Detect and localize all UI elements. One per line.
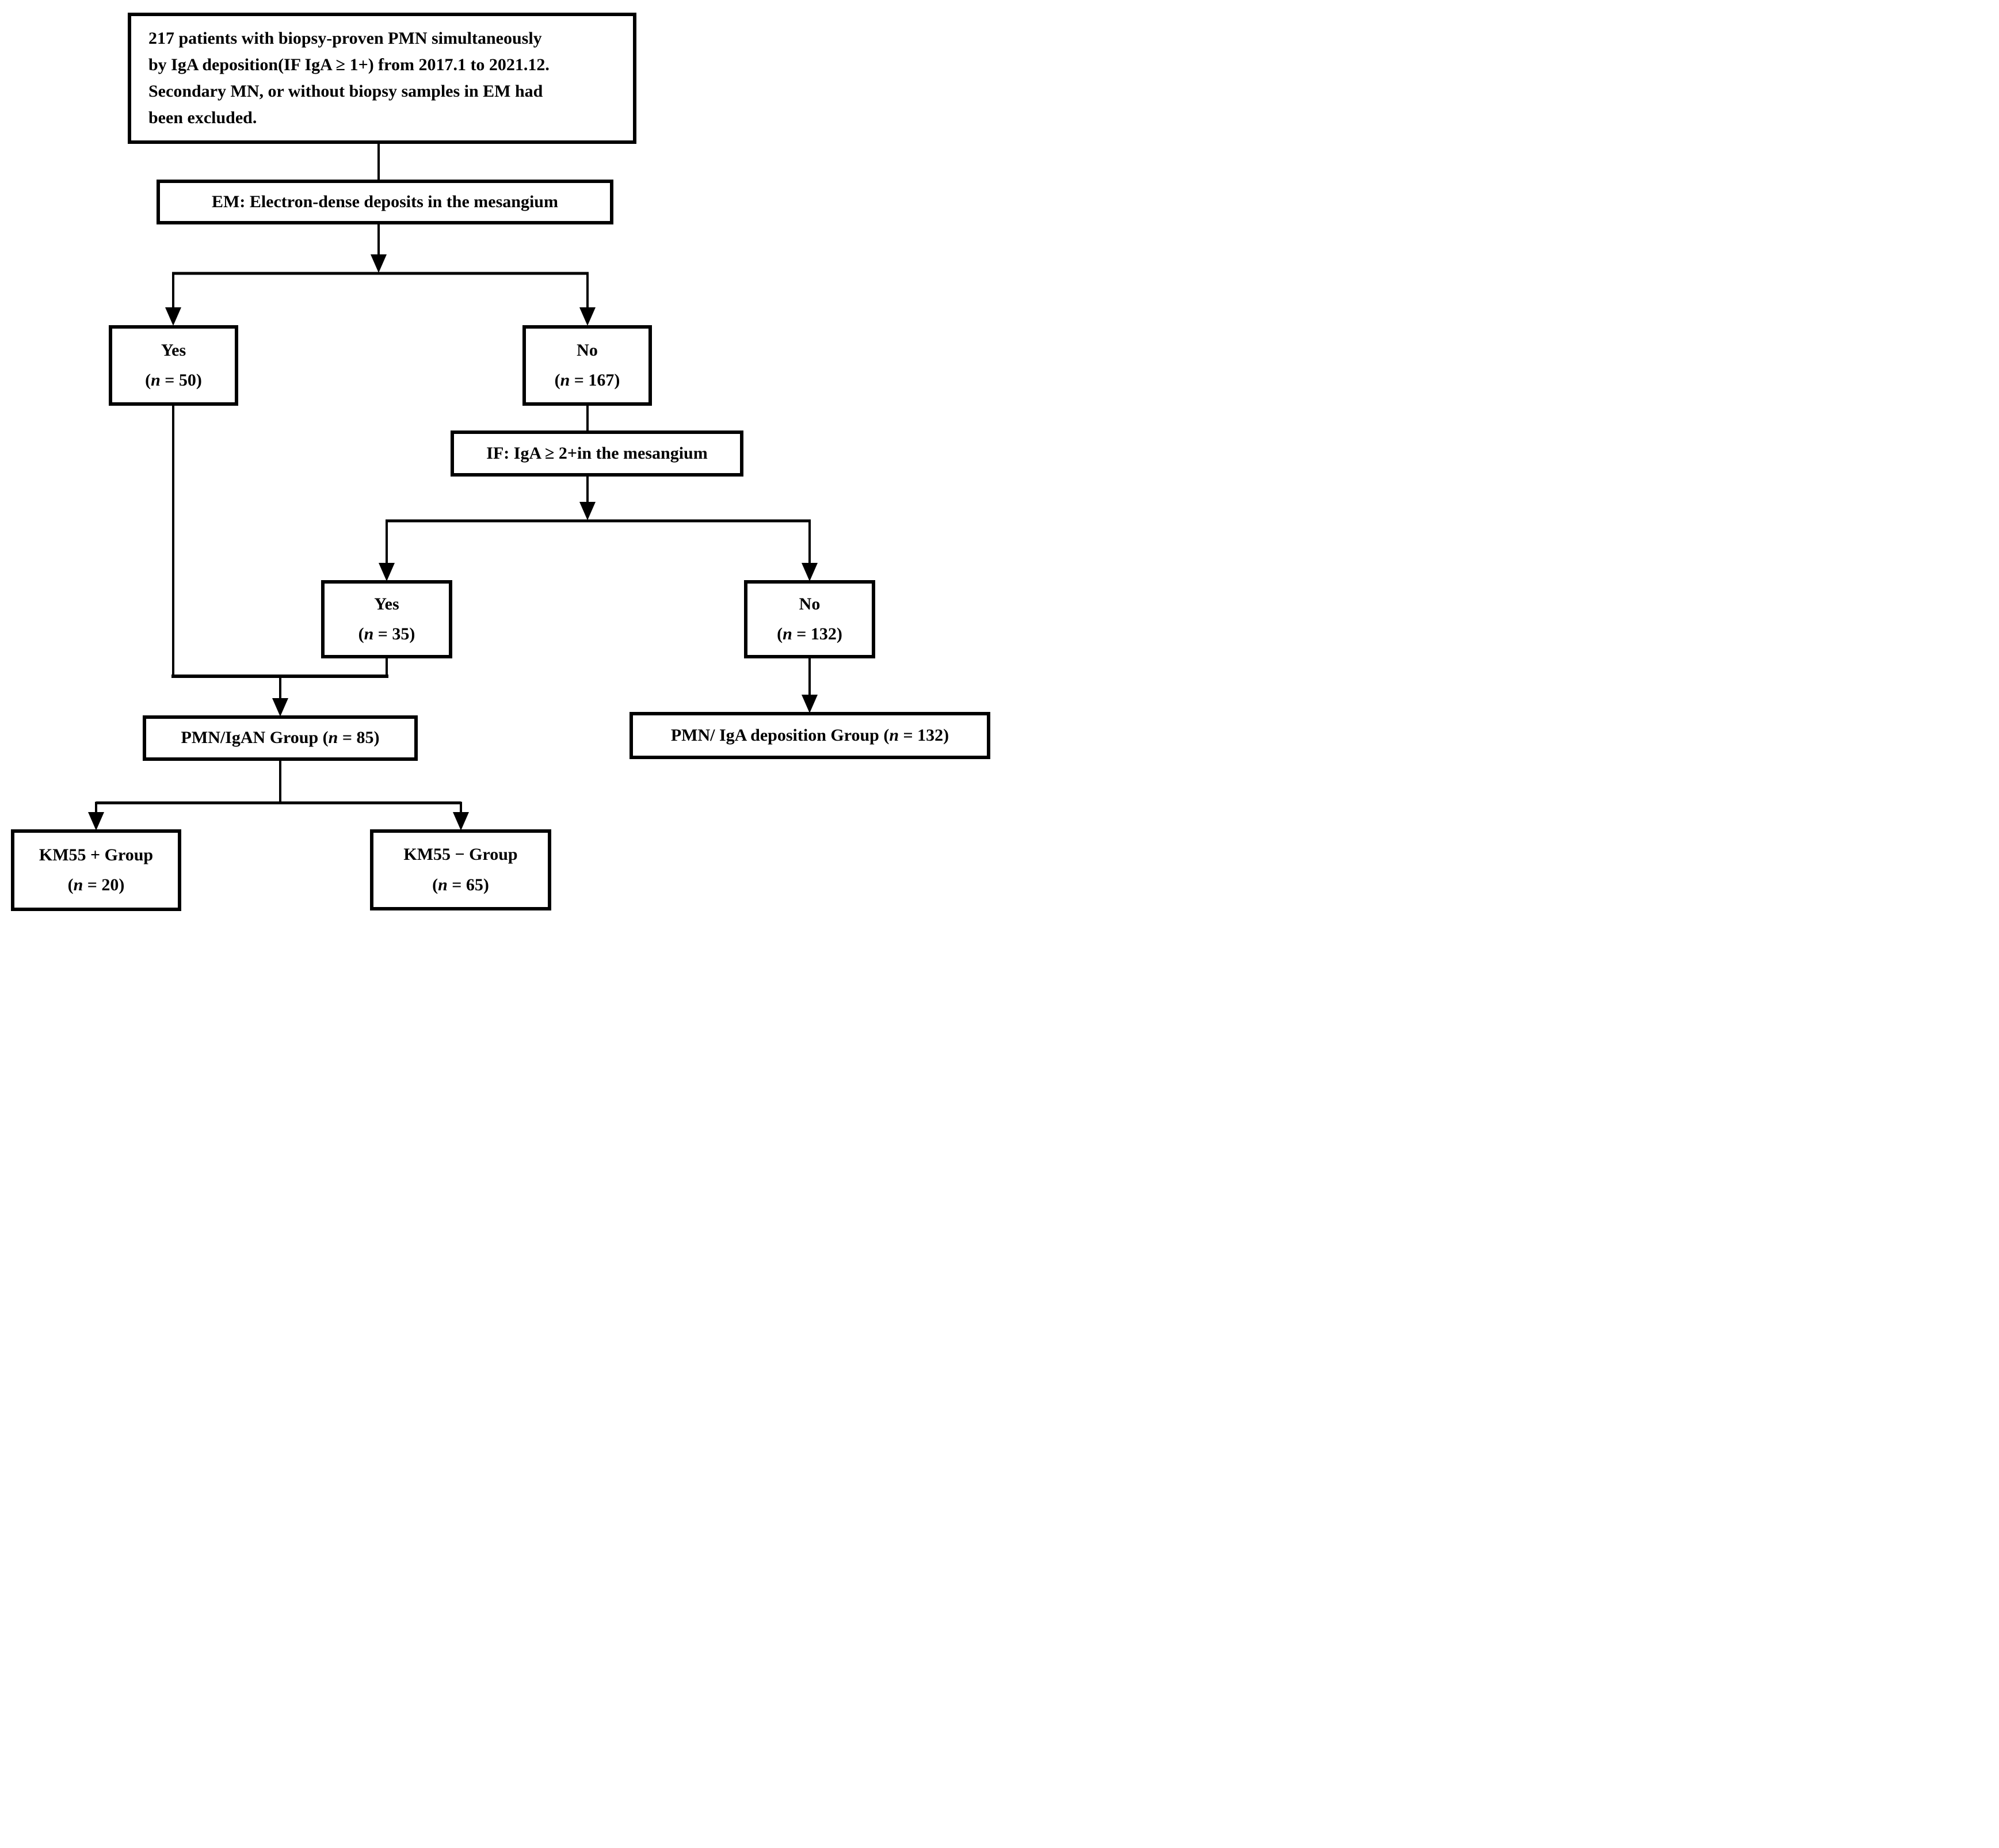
if-criteria-text: IF: IgA ≥ 2+in the mesangium: [486, 443, 708, 463]
arrow-into-em-yes: [165, 307, 181, 326]
if-no-count: (n = 132): [777, 624, 842, 645]
km55-pos-count: (n = 20): [68, 875, 125, 896]
inclusion-line-1: 217 patients with biopsy-proven PMN simu…: [148, 29, 542, 48]
em-no-n-var: n: [560, 371, 570, 390]
km55-pos-n-rest: = 20): [83, 875, 125, 894]
node-if-criteria: IF: IgA ≥ 2+in the mesangium: [451, 430, 743, 477]
em-no-n-rest: = 167): [570, 371, 620, 390]
node-em-criteria: EM: Electron-dense deposits in the mesan…: [157, 180, 613, 224]
km55-pos-label: KM55 + Group: [39, 845, 154, 864]
node-em-yes: Yes (n = 50): [109, 325, 238, 406]
arrow-into-if-no: [802, 563, 818, 581]
if-no-n-rest: = 132): [792, 624, 842, 643]
em-no-label: No: [577, 340, 598, 360]
arrow-em-to-branch1: [371, 254, 387, 273]
km55-neg-label: KM55 − Group: [403, 845, 518, 864]
pmn-igan-group-text: PMN/IgAN Group (n = 85): [181, 728, 380, 748]
em-criteria-text: EM: Electron-dense deposits in the mesan…: [212, 192, 558, 211]
if-yes-n-var: n: [364, 624, 374, 643]
em-yes-n-rest: = 50): [160, 371, 202, 390]
if-no-paren-open: (: [777, 624, 783, 643]
if-yes-n-rest: = 35): [373, 624, 415, 643]
if-no-label: No: [799, 594, 821, 614]
em-yes-n-var: n: [151, 371, 161, 390]
if-yes-count: (n = 35): [358, 624, 415, 645]
pmn-igan-prefix: PMN/IgAN Group (: [181, 728, 329, 748]
km55-neg-n-var: n: [438, 875, 448, 894]
em-yes-count: (n = 50): [145, 371, 202, 391]
node-pmn-igan-group: PMN/IgAN Group (n = 85): [143, 715, 418, 761]
node-if-yes: Yes (n = 35): [321, 580, 452, 658]
pmn-igan-suffix: = 85): [338, 728, 380, 748]
arrow-into-pmn-iga-dep: [802, 695, 818, 713]
pmn-iga-dep-n-var: n: [889, 725, 899, 745]
if-yes-label: Yes: [374, 594, 399, 614]
if-yes-paren-open: (: [358, 624, 364, 643]
inclusion-line-2: by IgA deposition(IF IgA ≥ 1+) from 2017…: [148, 55, 550, 74]
km55-pos-n-var: n: [73, 875, 83, 894]
node-inclusion-criteria: 217 patients with biopsy-proven PMN simu…: [128, 13, 636, 144]
inclusion-line-4: been excluded.: [148, 108, 257, 127]
arrow-into-if-yes: [379, 563, 395, 581]
pmn-iga-dep-prefix: PMN/ IgA deposition Group (: [670, 725, 890, 745]
km55-neg-n-rest: = 65): [447, 875, 489, 894]
arrow-if-to-branch2: [579, 502, 596, 520]
km55-pos-paren-open: (: [67, 875, 74, 894]
em-yes-paren-open: (: [145, 371, 151, 390]
if-no-n-var: n: [783, 624, 792, 643]
pmn-iga-dep-suffix: = 132): [899, 725, 949, 745]
arrow-into-pmn-igan: [272, 698, 288, 717]
inclusion-line-3: Secondary MN, or without biopsy samples …: [148, 82, 543, 101]
arrow-into-km55-pos: [88, 812, 104, 830]
node-km55-positive-group: KM55 + Group (n = 20): [11, 829, 181, 911]
node-if-no: No (n = 132): [744, 580, 875, 658]
km55-neg-paren-open: (: [432, 875, 438, 894]
pmn-iga-dep-group-text: PMN/ IgA deposition Group (n = 132): [671, 726, 949, 746]
node-km55-negative-group: KM55 − Group (n = 65): [370, 829, 551, 910]
connector-layer: [88, 143, 818, 830]
pmn-igan-n-var: n: [328, 728, 338, 748]
node-em-no: No (n = 167): [522, 325, 652, 406]
em-no-count: (n = 167): [555, 371, 620, 391]
em-yes-label: Yes: [161, 340, 186, 360]
arrow-into-em-no: [579, 307, 596, 326]
node-pmn-iga-deposition-group: PMN/ IgA deposition Group (n = 132): [630, 712, 990, 759]
arrow-into-km55-neg: [453, 812, 469, 830]
flowchart-figure: 217 patients with biopsy-proven PMN simu…: [0, 0, 999, 924]
em-no-paren-open: (: [554, 371, 560, 390]
km55-neg-count: (n = 65): [432, 875, 489, 896]
